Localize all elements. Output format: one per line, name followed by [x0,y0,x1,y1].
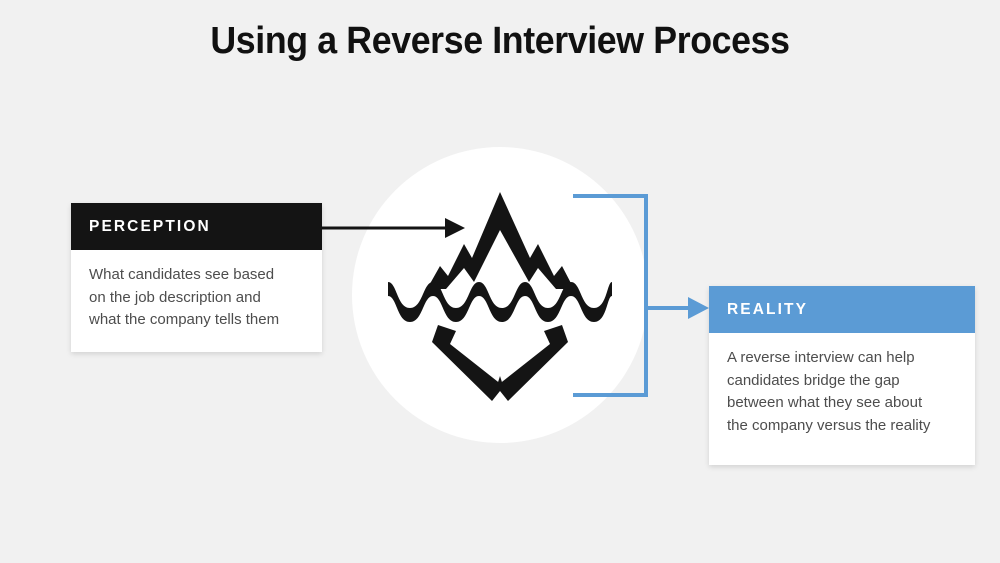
iceberg-icon [388,190,612,402]
perception-body-line-3: what the company tells them [89,311,280,328]
perception-body-line-2: on the job description and [89,288,261,306]
perception-card-header: PERCEPTION [71,203,322,250]
reality-body-line-1: A reverse interview can help [727,349,915,366]
perception-card[interactable]: PERCEPTION What candidates see based on … [71,203,322,352]
page-title: Using a Reverse Interview Process [210,20,790,62]
reality-body-line-3: between what they see about [727,394,923,411]
reality-card-header: REALITY [709,286,975,333]
perception-card-title: PERCEPTION [89,217,211,235]
perception-card-body: What candidates see based on the job des… [71,250,322,352]
iceberg-to-reality-arrow [646,297,709,319]
perception-body-line-1: What candidates see based [89,266,275,283]
reality-body-line-2: candidates bridge the gap [727,371,900,389]
reality-card-title: REALITY [727,300,809,318]
reality-body-line-4: the company versus the reality [727,416,931,434]
reality-card[interactable]: REALITY A reverse interview can help can… [709,286,975,465]
reality-card-body: A reverse interview can help candidates … [709,333,975,465]
